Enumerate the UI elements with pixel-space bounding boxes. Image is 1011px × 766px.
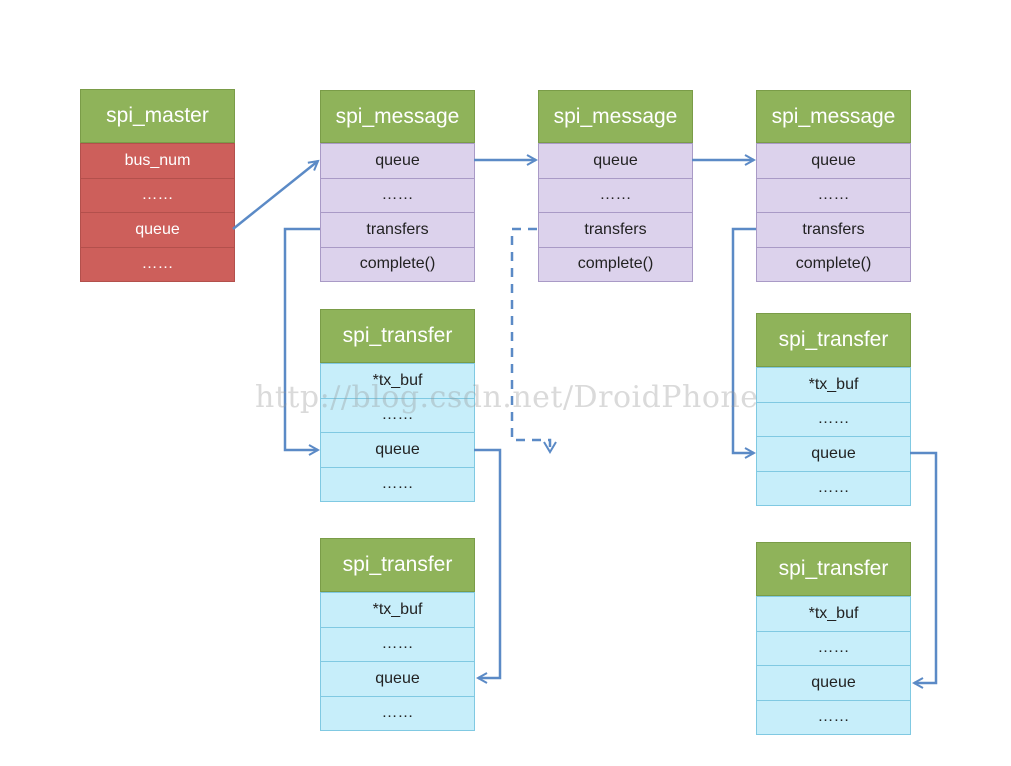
- spi-transfer-box-3-field: queue: [756, 436, 911, 472]
- arrow-transfer1-to-transfer2: [474, 448, 502, 678]
- spi-message-box-2-field: transfers: [538, 212, 693, 248]
- spi-master-box-field: ……: [80, 177, 235, 213]
- spi-transfer-box-1-field: ……: [320, 397, 475, 433]
- spi-transfer-box-3-title: spi_transfer: [756, 313, 911, 367]
- spi-transfer-box-1-field: queue: [320, 432, 475, 468]
- spi-transfer-box-4-field: ……: [756, 699, 911, 735]
- spi-transfer-box-4-field: ……: [756, 630, 911, 666]
- spi-message-box-3-field: transfers: [756, 212, 911, 248]
- watermark: http://blog.csdn.net/DroidPhone: [255, 380, 759, 415]
- spi-transfer-box-4-field: *tx_buf: [756, 596, 911, 632]
- spi-message-box-2-field: complete(): [538, 246, 693, 282]
- spi-message-box-1-field: queue: [320, 143, 475, 179]
- spi-transfer-box-4-title: spi_transfer: [756, 542, 911, 596]
- arrow-message1-transfers-to-transfer1: [283, 227, 320, 450]
- dashed-arrowhead: [543, 441, 557, 454]
- spi-transfer-box-2-title: spi_transfer: [320, 538, 475, 592]
- spi-transfer-box-1-field: *tx_buf: [320, 363, 475, 399]
- spi-message-box-3-title: spi_message: [756, 90, 911, 143]
- spi-message-box-2-field: ……: [538, 177, 693, 213]
- spi-message-box-1-field: complete(): [320, 246, 475, 282]
- spi-transfer-box-3-field: ……: [756, 470, 911, 506]
- spi-transfer-box-2-field: ……: [320, 626, 475, 662]
- spi-transfer-box-4-field: queue: [756, 665, 911, 701]
- spi-master-box-field: ……: [80, 246, 235, 282]
- arrow-message3-transfers-to-transfer3: [731, 227, 756, 453]
- spi-message-box-1-field: ……: [320, 177, 475, 213]
- spi-transfer-box-1-field: ……: [320, 466, 475, 502]
- spi-transfer-box-2-field: queue: [320, 661, 475, 697]
- spi-master-box-title: spi_master: [80, 89, 235, 143]
- spi-message-box-2-field: queue: [538, 143, 693, 179]
- arrow-transfer3-to-transfer4: [910, 451, 938, 683]
- spi-transfer-box-3-field: ……: [756, 401, 911, 437]
- spi-transfer-box-2-field: ……: [320, 695, 475, 731]
- spi-transfer-box-3-field: *tx_buf: [756, 367, 911, 403]
- spi-message-box-3-field: ……: [756, 177, 911, 213]
- spi-master-box-field: bus_num: [80, 143, 235, 179]
- arrow-master-to-message1: [232, 161, 318, 230]
- spi-transfer-box-2-field: *tx_buf: [320, 592, 475, 628]
- spi-master-box-field: queue: [80, 212, 235, 248]
- spi-message-box-2-title: spi_message: [538, 90, 693, 143]
- spi-message-box-1-field: transfers: [320, 212, 475, 248]
- spi-message-box-3-field: queue: [756, 143, 911, 179]
- spi-message-box-3-field: complete(): [756, 246, 911, 282]
- spi-message-box-1-title: spi_message: [320, 90, 475, 143]
- spi-transfer-box-1-title: spi_transfer: [320, 309, 475, 363]
